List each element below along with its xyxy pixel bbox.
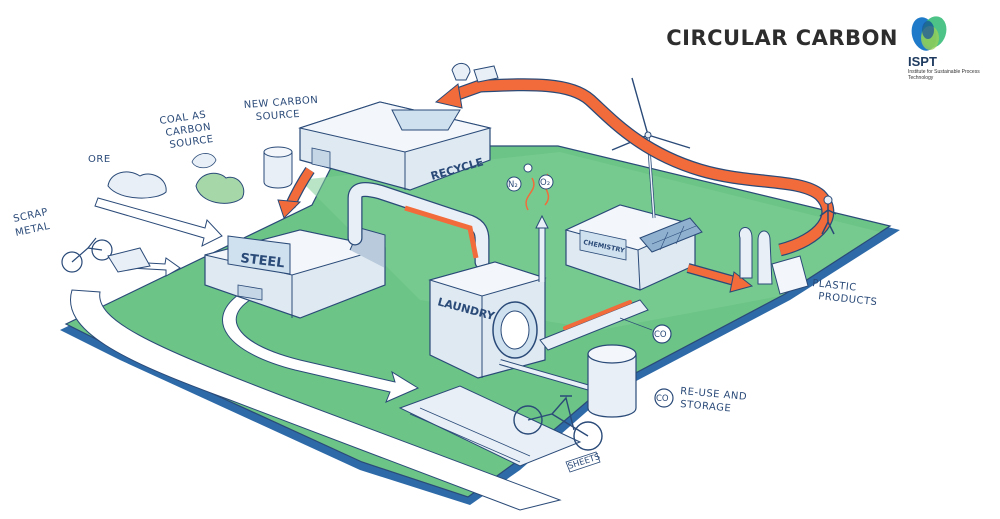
recycle-plant: RECYCLE xyxy=(298,101,492,191)
scrap-path xyxy=(70,289,562,511)
logo-name: ISPT xyxy=(908,54,937,69)
gas-pipeline xyxy=(347,182,490,270)
co-label: CO xyxy=(654,330,667,340)
o2-label: O₂ xyxy=(540,178,550,188)
laundry-plant: LAUNDRY xyxy=(428,261,547,379)
plastic-label-line2: PRODUCTS xyxy=(818,291,878,308)
ore-arrow xyxy=(94,197,223,247)
recycled-items xyxy=(451,63,499,83)
new-carbon-label-line2: SOURCE xyxy=(255,109,300,123)
conveyor-belt xyxy=(499,299,649,391)
steel-label: STEEL xyxy=(240,251,286,271)
reuse-label-line2: STORAGE xyxy=(680,399,732,414)
scrap-bicycle xyxy=(61,237,151,273)
n2-label: N₂ xyxy=(508,180,518,190)
new-carbon-label-line1: NEW CARBON xyxy=(243,95,318,111)
new-carbon-barrel xyxy=(263,146,293,189)
storage-tank xyxy=(587,344,637,418)
logo-subtitle: Institute for Sustainable Process Techno… xyxy=(908,69,980,81)
bicycle xyxy=(513,395,603,451)
chemistry-to-plastics-arrow xyxy=(686,263,754,293)
person xyxy=(819,195,837,235)
sheets-label: SHEETS xyxy=(567,452,602,472)
gas-molecules: N₂ O₂ xyxy=(506,163,554,192)
ispt-logo: ISPT Institute for Sustainable Process T… xyxy=(908,14,980,81)
co-marker: CO xyxy=(619,317,672,344)
co2-marker: CO xyxy=(654,388,674,408)
plastic-label-line1: PLASTIC xyxy=(812,278,857,294)
coal-pile xyxy=(191,153,245,204)
plastic-products-stack xyxy=(738,227,809,295)
chemistry-plant: CHEMISTRY xyxy=(564,204,703,291)
recycle-to-steel-arrow xyxy=(277,166,315,219)
ore-pile xyxy=(107,171,167,199)
co2-label: CO xyxy=(656,394,669,404)
header: CIRCULAR CARBON ISPT Institute for Susta… xyxy=(666,14,980,81)
page-title: CIRCULAR CARBON xyxy=(666,26,898,50)
ispt-logo-icon xyxy=(911,16,947,51)
steel-plant: STEEL xyxy=(204,227,386,319)
steel-output-arrow xyxy=(222,294,420,403)
ore-label: ORE xyxy=(88,154,111,165)
